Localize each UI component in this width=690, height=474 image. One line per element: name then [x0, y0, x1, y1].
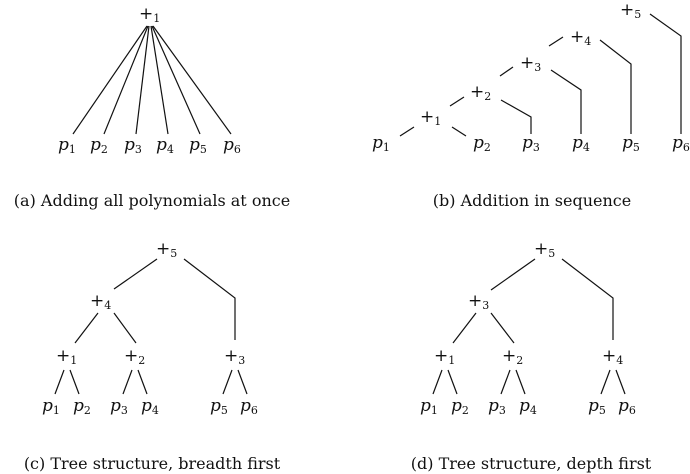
op-node: +1 [420, 107, 441, 128]
op-node: +3 [520, 53, 541, 74]
panel-d-edges [432, 258, 626, 395]
leaf-node: p2 [90, 135, 108, 156]
leaf-node: p3 [110, 396, 128, 417]
leaf-node: p3 [488, 396, 506, 417]
panel-c-leaves: p1 p2 p3 p4 p5 p6 [42, 396, 258, 417]
leaf-node: p4 [141, 396, 159, 417]
edge [237, 369, 248, 395]
edge [548, 36, 564, 47]
panel-c-edges [54, 258, 248, 395]
edge [152, 25, 232, 135]
edge [561, 258, 614, 340]
op-node: +4 [602, 346, 623, 367]
panel-c: +5 +4 +1 +2 +3 p1 p2 p3 p4 p5 p6 (c) Tre… [24, 239, 281, 473]
op-node: +3 [224, 346, 245, 367]
op-node: +3 [468, 291, 489, 312]
edge [500, 99, 532, 134]
op-node: +2 [124, 346, 145, 367]
op-node: +5 [620, 0, 641, 21]
edge [183, 258, 236, 340]
edge [447, 369, 458, 395]
leaf-node: p3 [124, 135, 142, 156]
leaf-node: p2 [451, 396, 469, 417]
edge [449, 96, 465, 107]
edge [600, 369, 611, 395]
panel-d: +5 +3 +1 +2 +4 p1 p2 p3 p4 p5 p6 (d) Tre… [411, 239, 652, 473]
op-node: +4 [90, 291, 111, 312]
leaf-node: p5 [588, 396, 606, 417]
leaf-node: p5 [189, 135, 207, 156]
caption: (b) Addition in sequence [433, 191, 631, 210]
op-node: +1 [139, 4, 160, 25]
leaf-node: p6 [618, 396, 636, 417]
leaf-node: p1 [420, 396, 438, 417]
caption: (a) Adding all polynomials at once [14, 191, 290, 210]
caption: (d) Tree structure, depth first [411, 454, 652, 473]
panel-b-leaves: p1 p2 p3 p4 p5 p6 [372, 133, 690, 154]
edge [122, 369, 133, 395]
leaf-node: p5 [210, 396, 228, 417]
edge [550, 69, 582, 134]
leaf-node: p4 [156, 135, 174, 156]
op-node: +1 [434, 346, 455, 367]
edge [452, 312, 477, 344]
leaf-node: p2 [73, 396, 91, 417]
edge [599, 39, 632, 134]
op-node: +4 [570, 27, 591, 48]
edge [54, 369, 65, 395]
panel-c-ops: +5 +4 +1 +2 +3 [56, 239, 245, 367]
op-node: +2 [470, 82, 491, 103]
edge [151, 25, 201, 135]
panel-a: +1 p1 p2 p3 p4 p5 p6 (a) Adding all poly… [14, 4, 290, 210]
edge [451, 126, 467, 137]
leaf-node: p4 [572, 133, 590, 154]
leaf-node: p3 [522, 133, 540, 154]
edge [500, 369, 511, 395]
leaf-node: p1 [42, 396, 60, 417]
panel-d-ops: +5 +3 +1 +2 +4 [434, 239, 623, 367]
edge [137, 369, 148, 395]
edge [649, 13, 682, 134]
leaf-node: p6 [223, 135, 241, 156]
edge [515, 369, 526, 395]
panel-a-leaves: p1 p2 p3 p4 p5 p6 [58, 135, 241, 156]
leaf-node: p6 [240, 396, 258, 417]
op-node: +2 [502, 346, 523, 367]
panel-a-edges [72, 25, 232, 135]
edge [113, 312, 137, 344]
edge [399, 126, 415, 137]
edge [72, 25, 148, 135]
op-node: +5 [156, 239, 177, 260]
panel-d-leaves: p1 p2 p3 p4 p5 p6 [420, 396, 636, 417]
leaf-node: p1 [58, 135, 76, 156]
leaf-node: p6 [672, 133, 690, 154]
leaf-node: p2 [473, 133, 491, 154]
edge [490, 312, 515, 344]
edge [74, 312, 99, 344]
panel-b-ops: +1 +2 +3 +4 +5 [420, 0, 641, 128]
edge [113, 258, 158, 290]
edge [222, 369, 233, 395]
leaf-node: p1 [372, 133, 390, 154]
edge [103, 25, 149, 135]
edge [432, 369, 443, 395]
op-node: +5 [534, 239, 555, 260]
edge [135, 25, 150, 135]
leaf-node: p5 [622, 133, 640, 154]
edge [150, 25, 169, 135]
panel-b-edges [399, 13, 682, 137]
leaf-node: p4 [519, 396, 537, 417]
edge [490, 258, 536, 291]
op-node: +1 [56, 346, 77, 367]
edge [615, 369, 626, 395]
edge [499, 66, 514, 77]
panel-b: +1 +2 +3 +4 +5 p1 p2 p3 p4 p5 p6 (b) Add… [372, 0, 690, 210]
caption: (c) Tree structure, breadth first [24, 454, 281, 473]
edge [69, 369, 80, 395]
